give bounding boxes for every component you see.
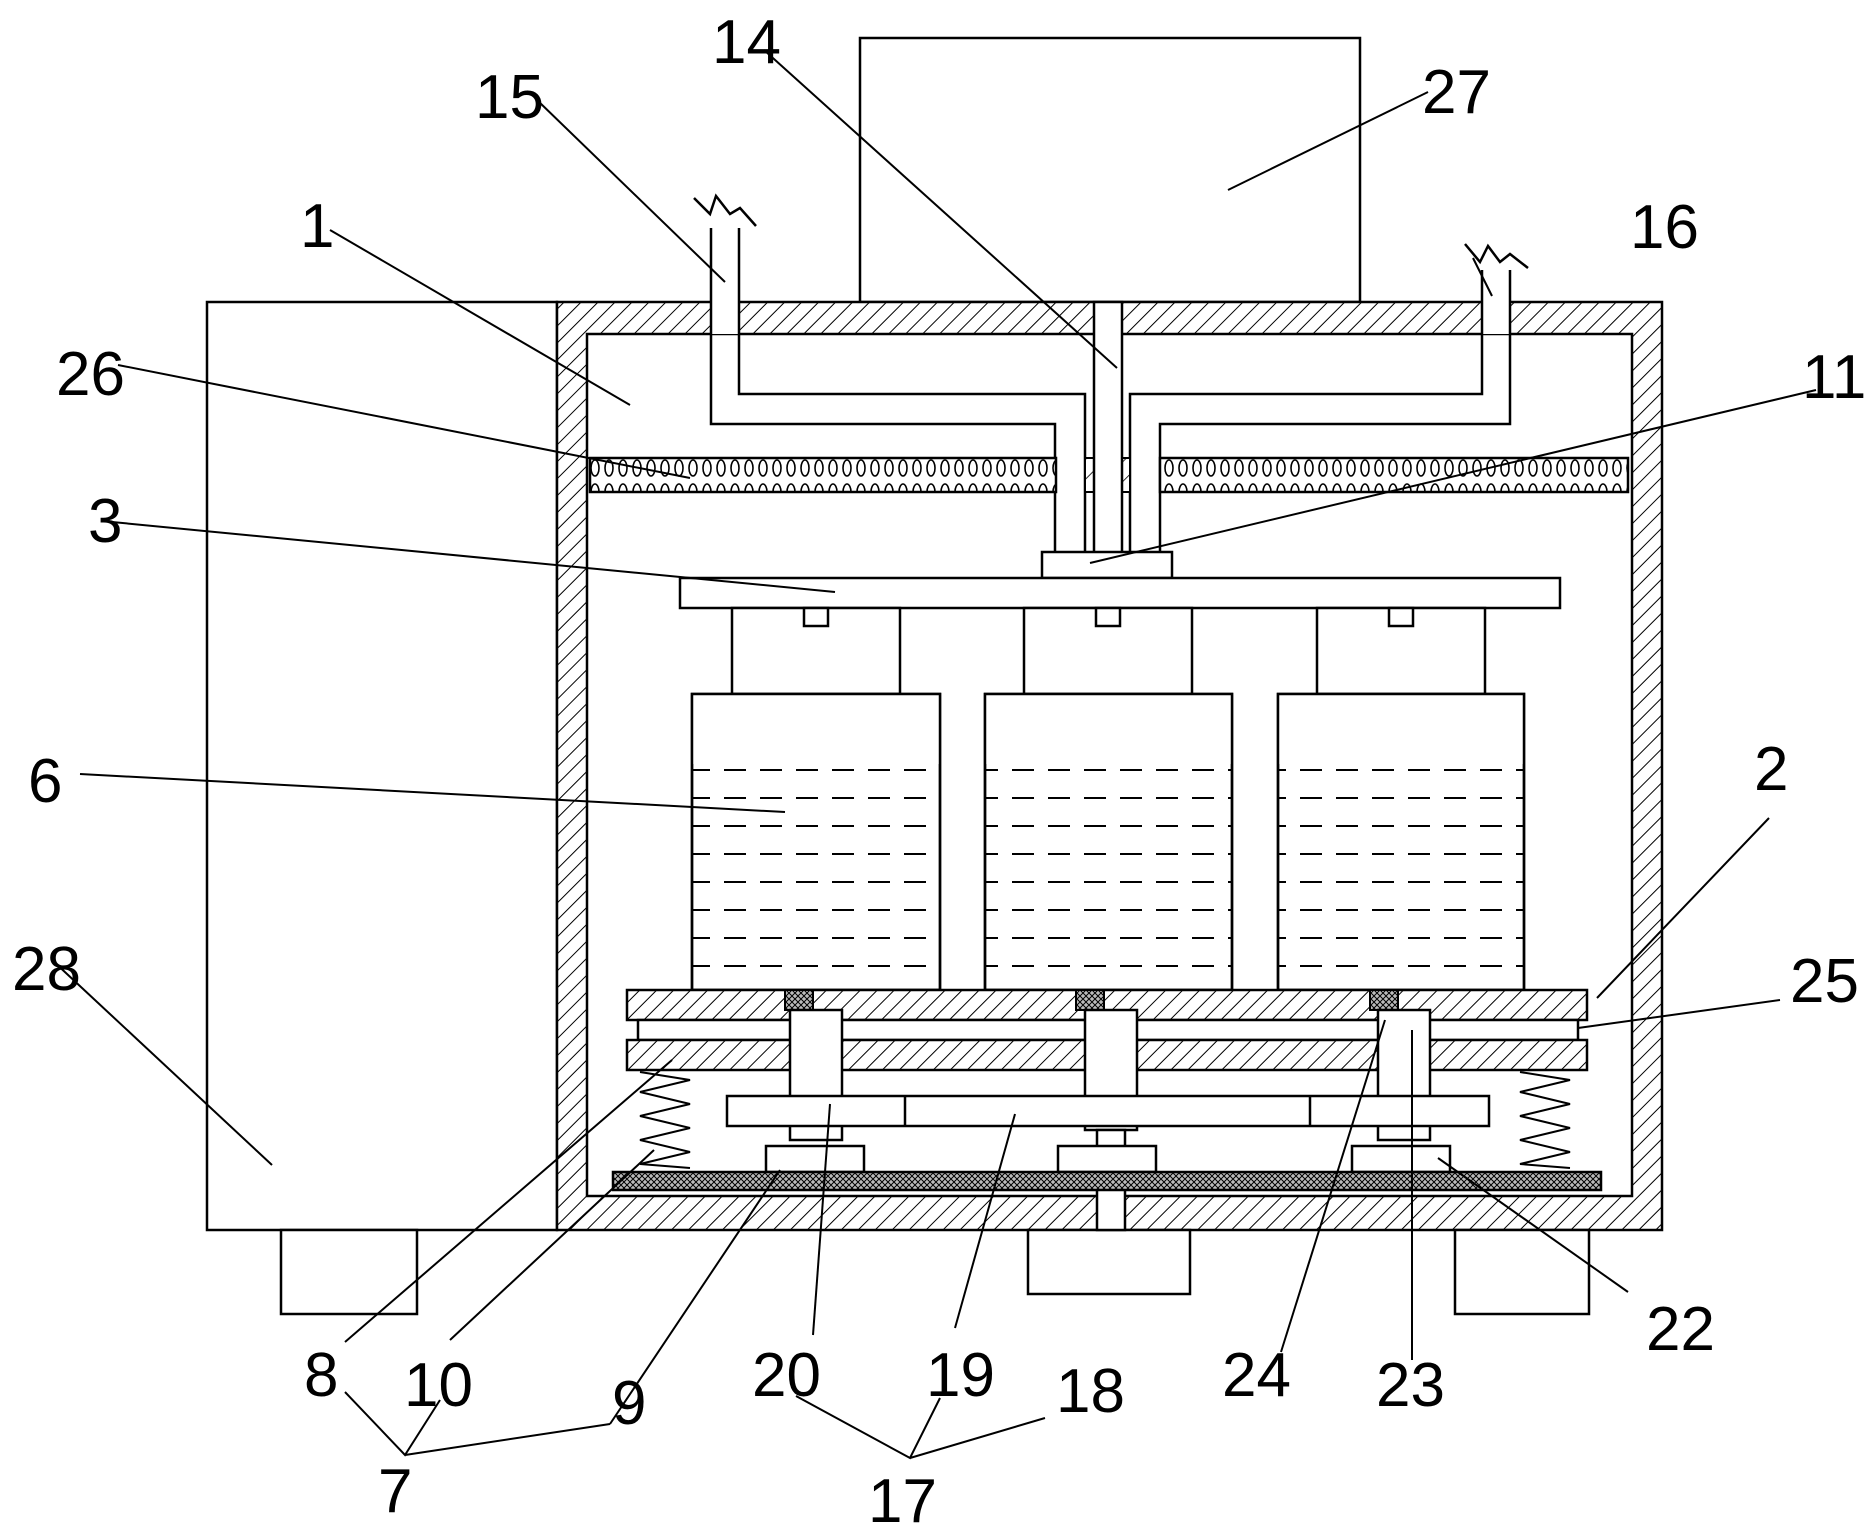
label-28: 28: [12, 935, 81, 1004]
label-20: 20: [752, 1341, 821, 1410]
label-27: 27: [1422, 58, 1491, 127]
label-11: 11: [1802, 343, 1866, 412]
label-23: 23: [1376, 1351, 1445, 1420]
label-6: 6: [28, 747, 62, 816]
label-2: 2: [1754, 735, 1788, 804]
label-24: 24: [1222, 1341, 1291, 1410]
label-3: 3: [88, 487, 122, 556]
label-15: 15: [475, 63, 544, 132]
label-8: 8: [304, 1341, 338, 1410]
label-1: 1: [300, 192, 334, 261]
bottle-group: [692, 608, 1524, 990]
label-18: 18: [1056, 1357, 1125, 1426]
rotating-disc: [727, 1096, 1489, 1126]
right-foot: [1455, 1230, 1589, 1314]
label-25: 25: [1790, 947, 1859, 1016]
label-19: 19: [926, 1341, 995, 1410]
top-motor-box: [860, 38, 1360, 302]
label-16: 16: [1630, 193, 1699, 262]
label-9: 9: [612, 1369, 646, 1438]
bottom-motor: [1028, 1230, 1190, 1294]
central-shaft: [1094, 302, 1122, 554]
label-10: 10: [404, 1351, 473, 1420]
top-plate: [680, 578, 1560, 608]
base-plate: [613, 1172, 1601, 1190]
label-26: 26: [56, 340, 125, 409]
connector-block: [1042, 552, 1172, 578]
label-7: 7: [378, 1457, 412, 1526]
label-14: 14: [712, 8, 781, 77]
label-17: 17: [868, 1467, 937, 1536]
label-22: 22: [1646, 1295, 1715, 1364]
side-cabinet: [207, 302, 557, 1314]
